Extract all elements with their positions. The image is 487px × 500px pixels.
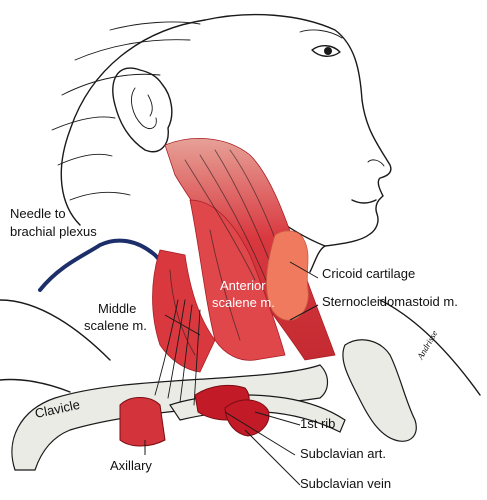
sternum-bone [342,339,417,442]
clavicle-bone [11,364,329,471]
hair-strokes [51,21,201,201]
label-first-rib: 1st rib [300,416,335,431]
label-anterior-line1: Anterior [220,278,266,293]
subclavian-vein [224,399,270,437]
artist-signature: Andrisse [415,329,440,362]
mouth [351,199,377,204]
leader-lines [144,261,319,486]
label-needle-line1: Needle to [10,206,66,221]
label-middle-line1: Middle [98,301,136,316]
label-cricoid-cartilage: Cricoid cartilage [322,266,415,281]
eye [311,45,341,57]
label-sternocleidomastoid: Sternocleidomastoid m. [322,294,458,309]
label-needle-line2: brachial plexus [10,224,97,239]
axillary-vessels [119,397,166,447]
shoulder-outline [0,299,481,396]
cricoid-cartilage [266,230,309,321]
anterior-scalene-muscle [189,199,286,361]
label-subclavian-artery: Subclavian art. [300,446,386,461]
brachial-plexus-nerves [154,299,201,406]
head-outline [60,13,392,273]
middle-scalene-muscle [152,249,216,373]
label-axillary: Axillary [110,458,152,473]
label-middle-line2: scalene m. [84,318,147,333]
label-anterior-line2: scalene m. [212,295,275,310]
ear [112,67,173,153]
label-subclavian-vein: Subclavian vein [300,476,391,491]
